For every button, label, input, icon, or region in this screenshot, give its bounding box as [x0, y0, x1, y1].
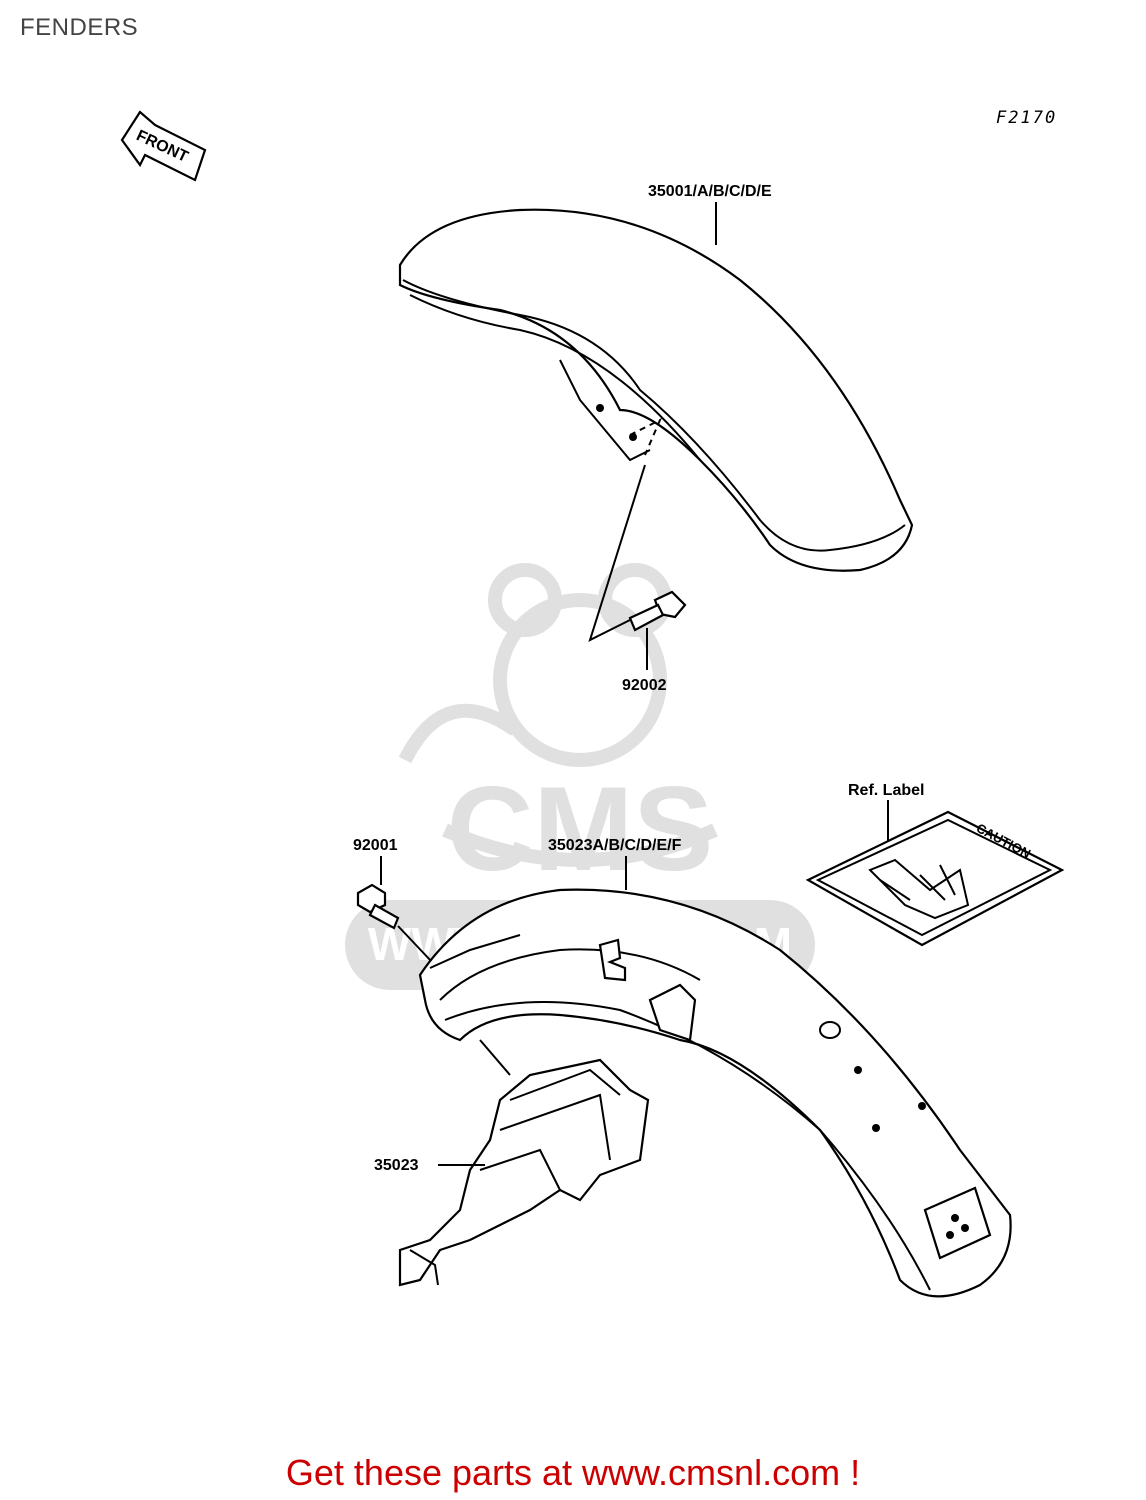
part-label-35001: 35001/A/B/C/D/E	[648, 183, 772, 200]
watermark-brand: CMS	[447, 762, 714, 896]
inner-fender[interactable]	[398, 1058, 650, 1287]
part-label-92001: 92001	[353, 837, 398, 854]
bolt-92002[interactable]	[628, 590, 687, 632]
caution-label-sticker[interactable]: CAUTION	[805, 810, 1065, 947]
part-label-ref-label: Ref. Label	[848, 782, 924, 799]
part-label-92002: 92002	[622, 677, 667, 694]
page-title: FENDERS	[20, 14, 139, 41]
bolt-92001[interactable]	[356, 883, 400, 930]
front-fender[interactable]	[398, 208, 914, 572]
promo-link[interactable]: Get these parts at www.cmsnl.com !	[285, 1452, 861, 1493]
diagram-code: F2170	[996, 108, 1058, 128]
part-label-35023A: 35023A/B/C/D/E/F	[548, 837, 682, 854]
front-arrow-icon: FRONT	[120, 110, 207, 182]
rear-fender[interactable]	[418, 888, 1012, 1298]
part-label-35023: 35023	[374, 1157, 419, 1174]
